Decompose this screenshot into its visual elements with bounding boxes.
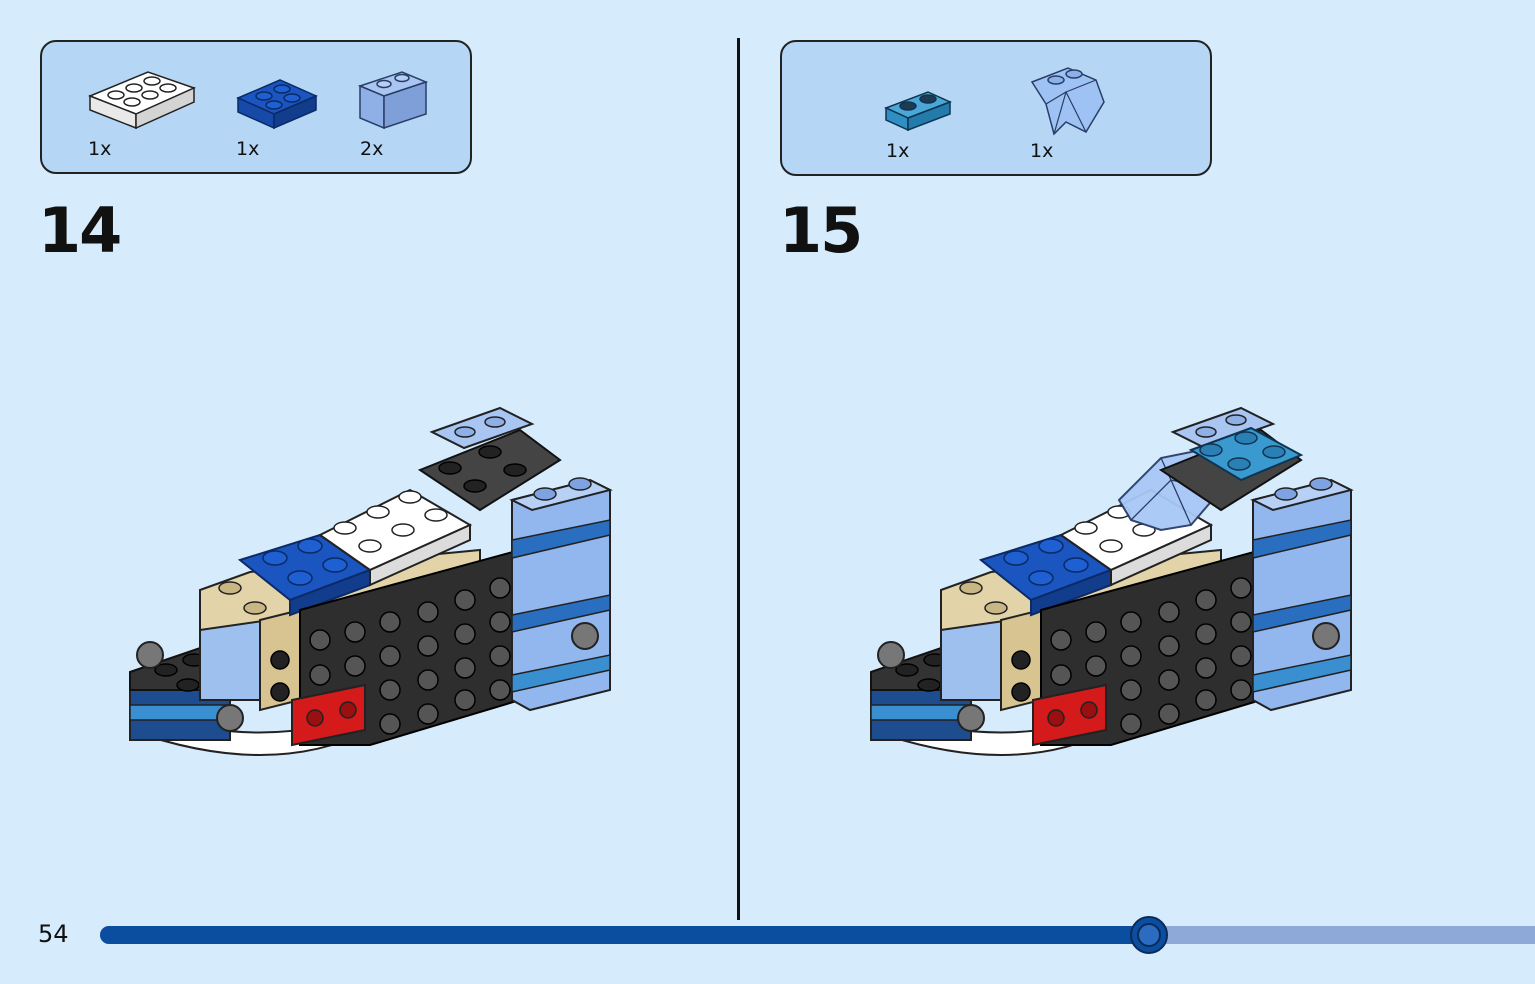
light-blue-brick-1x2-icon (357, 71, 429, 130)
step-number: 15 (779, 194, 863, 267)
part-quantity: 2x (360, 138, 384, 160)
step-14-panel: 1x 1x 2x 14 (0, 0, 738, 920)
build-model-illustration (129, 406, 613, 756)
trans-blue-crystal-icon (1030, 67, 1105, 136)
white-plate-2x3-icon (87, 71, 197, 130)
azure-plate-1x2-icon (884, 91, 952, 132)
build-model-illustration (870, 406, 1354, 756)
page-number: 54 (38, 920, 69, 948)
part-quantity: 1x (1030, 140, 1054, 162)
progress-fill (100, 926, 1148, 944)
step-number: 14 (38, 194, 122, 267)
step-15-panel: 1x 1x 15 (741, 0, 1535, 920)
part-quantity: 1x (886, 140, 910, 162)
progress-knob (1130, 916, 1168, 954)
blue-plate-2x2-icon (236, 79, 318, 130)
page-divider (737, 38, 740, 920)
progress-bar (100, 916, 1535, 954)
part-quantity: 1x (236, 138, 260, 160)
parts-list-box: 1x 1x 2x (40, 40, 472, 174)
part-quantity: 1x (88, 138, 112, 160)
parts-list-box: 1x 1x (780, 40, 1212, 176)
